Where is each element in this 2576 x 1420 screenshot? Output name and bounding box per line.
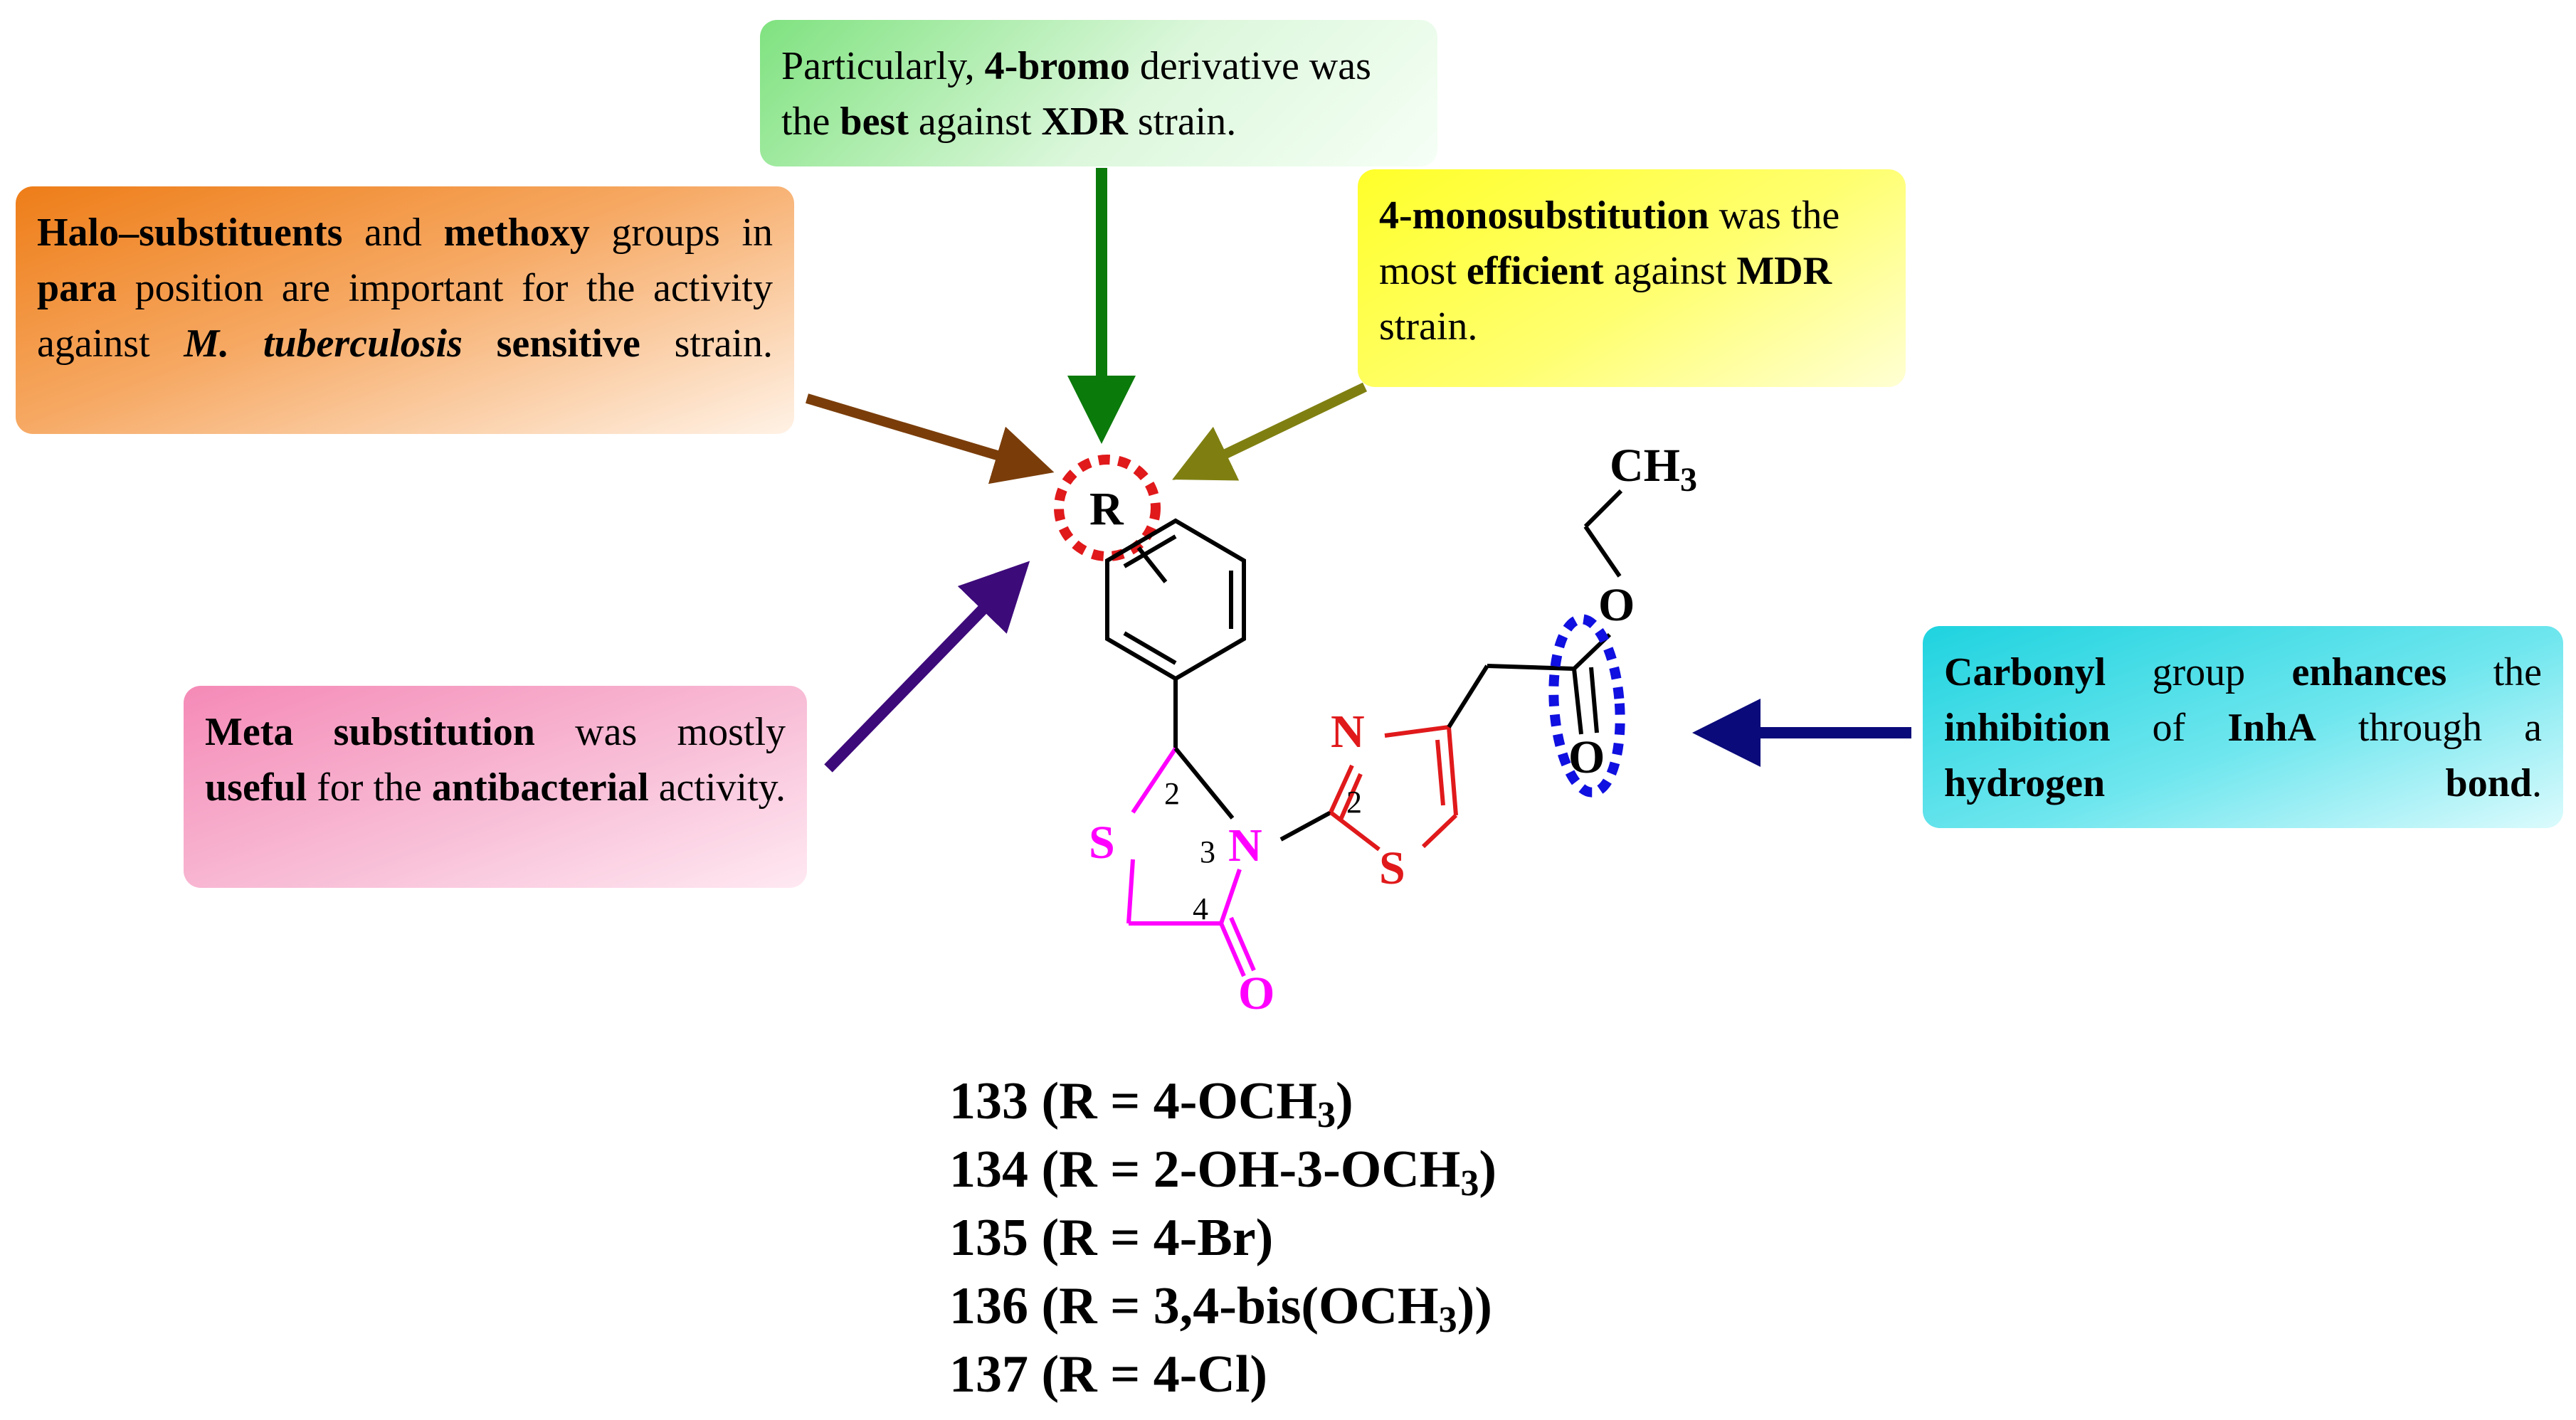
box-text: was the most <box>1379 194 1840 293</box>
box-text: and <box>342 211 444 255</box>
compound-row: 135 (R = 4-Br) <box>949 1209 1274 1267</box>
box-text: against <box>908 100 1042 144</box>
compound-row: 137 (R = 4-Cl) <box>949 1345 1268 1404</box>
compound-row: 136 (R = 3,4-bis(OCH3)) <box>949 1277 1492 1340</box>
box-text: strain. <box>1379 304 1478 349</box>
box-bold-text: MDR <box>1736 249 1832 293</box>
c2-n3-bond <box>1173 747 1235 820</box>
box-bold-text: useful <box>205 765 307 810</box>
box-bold-text: hydrogen bond <box>1944 761 2532 805</box>
carbonyl-highlight <box>1548 614 1625 798</box>
box-bold-text: 4-bromo <box>984 44 1130 88</box>
carbonyl-annotation-box: Carbonyl group enhances the inhibition o… <box>1923 626 2563 828</box>
meta-substitution-annotation-box: Meta substitution was mostly useful for … <box>184 686 807 888</box>
box-text: derivative was the <box>781 44 1371 144</box>
box-bold-text: inhibition <box>1944 706 2111 750</box>
ester-side-chain <box>1447 489 1623 735</box>
box-bold-text: XDR <box>1041 100 1128 144</box>
box-bold-text: InhA <box>2227 706 2316 750</box>
ester-oxygen: O <box>1598 579 1635 631</box>
compound-row: 134 (R = 2-OH-3-OCH3) <box>949 1140 1497 1204</box>
thiazole-nitrogen: N <box>1331 706 1365 758</box>
box-bold-italic-text: M. tuberculosis <box>184 322 463 366</box>
box-text: strain. <box>640 322 773 366</box>
box-bold-text: para <box>37 266 117 310</box>
box-text: was mostly <box>534 710 786 754</box>
box-bold-text: best <box>840 100 909 144</box>
position-2-label: 2 <box>1164 776 1180 811</box>
box-text: . <box>2532 761 2542 805</box>
box-text: for the <box>307 765 432 810</box>
thiazole-ring <box>1329 725 1458 852</box>
compound-row: 133 (R = 4-OCH3) <box>949 1072 1353 1135</box>
box-text: activity. <box>648 765 786 810</box>
box-text: strain. <box>1127 100 1237 144</box>
thiazolidinone-ring <box>1126 747 1256 977</box>
brown-arrow <box>805 393 1055 484</box>
box-bold-text: efficient <box>1466 249 1604 293</box>
box-bold-text: Meta substitution <box>205 710 535 754</box>
box-text: against <box>1603 249 1737 293</box>
box-text: Particularly, <box>781 44 985 88</box>
box-bold-text: enhances <box>2291 650 2447 694</box>
box-text: through a <box>2316 706 2542 750</box>
n3-thiazole-bond <box>1279 810 1332 842</box>
box-bold-text: 4-monosubstitution <box>1379 194 1709 238</box>
box-text: position are important for the activity … <box>37 266 773 366</box>
box-bold-text: methoxy <box>443 211 590 255</box>
position-4-label: 4 <box>1193 891 1208 926</box>
purple-arrow <box>824 561 1030 773</box>
thiazolidinone-sulfur: S <box>1089 817 1115 869</box>
olive-arrow <box>1172 382 1368 481</box>
ketone-oxygen: O <box>1238 968 1274 1019</box>
box-text: groups in <box>589 211 773 255</box>
halo-methoxy-annotation-box: Halo–substituents and methoxy groups in … <box>16 186 794 434</box>
box-bold-text: antibacterial <box>431 765 649 810</box>
thiazole-position-2-label: 2 <box>1346 785 1362 820</box>
methyl-label: CH3 <box>1610 440 1697 499</box>
box-text: of <box>2110 706 2228 750</box>
thiazole-sulfur: S <box>1379 842 1405 894</box>
benzene-ring <box>1105 518 1246 682</box>
xdr-annotation-box: Particularly, 4-bromo derivative was the… <box>760 20 1437 166</box>
box-bold-text: Carbonyl <box>1944 650 2106 694</box>
position-3-label: 3 <box>1200 834 1215 869</box>
compound-list: 133 (R = 4-OCH3) 134 (R = 2-OH-3-OCH3) 1… <box>949 1067 1496 1409</box>
r-group-highlight <box>1054 455 1161 561</box>
box-text: the <box>2446 650 2542 694</box>
box-text: group <box>2106 650 2292 694</box>
box-bold-text: Halo–substituents <box>37 211 343 255</box>
r-group-label: R <box>1089 483 1124 535</box>
thiazolidinone-nitrogen: N <box>1228 820 1262 871</box>
box-bold-text: sensitive <box>496 322 640 366</box>
mdr-annotation-box: 4-monosubstitution was the most efficien… <box>1358 169 1906 387</box>
